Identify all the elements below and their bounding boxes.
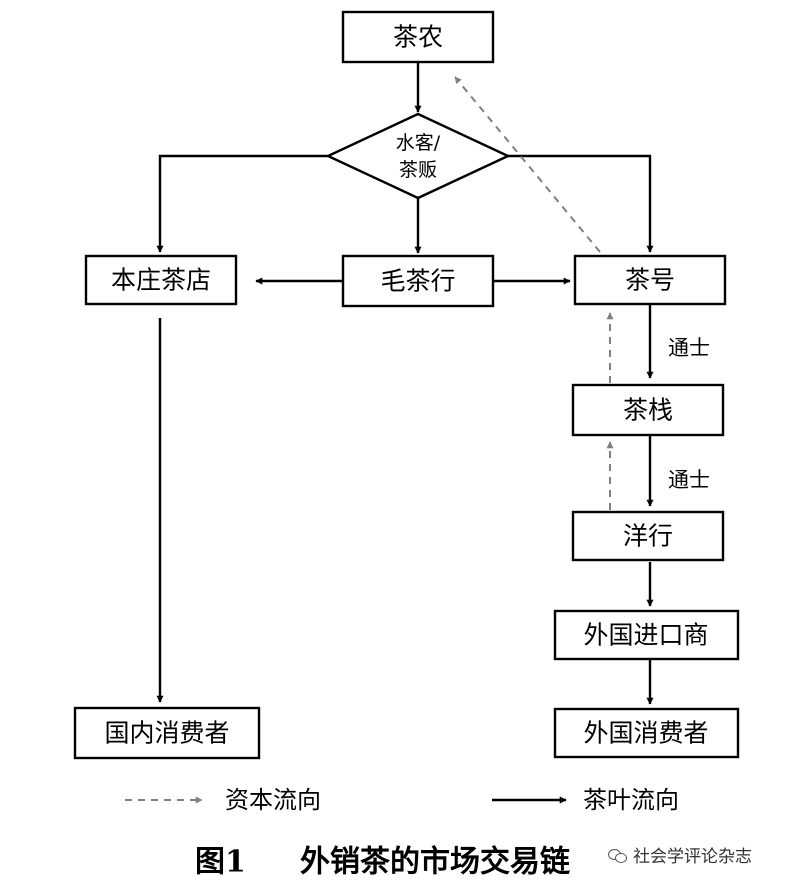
node-foreign-firm-label: 洋行 bbox=[623, 522, 673, 551]
capital-flow-edges bbox=[454, 76, 614, 510]
node-middleman-label-line1: 水客/ bbox=[396, 132, 441, 154]
node-local-tea-shop-label: 本庄茶店 bbox=[111, 266, 211, 295]
figure-caption: 图1 外销茶的市场交易链 bbox=[195, 845, 570, 880]
edge-middleman-to-local-shop bbox=[156, 154, 328, 253]
node-foreign-importer: 外国进口商 bbox=[553, 609, 740, 661]
watermark: 社会学评论杂志 bbox=[608, 842, 752, 867]
node-tea-farmer: 茶农 bbox=[341, 10, 495, 64]
legend-capital-label: 资本流向 bbox=[225, 786, 321, 814]
node-tea-house: 茶号 bbox=[573, 254, 727, 306]
node-tea-house-label: 茶号 bbox=[625, 266, 675, 295]
edge-label-warehouse-to-foreign-firm: 通士 bbox=[668, 468, 710, 492]
node-foreign-importer-label: 外国进口商 bbox=[583, 621, 708, 650]
legend-tea-label: 茶叶流向 bbox=[583, 786, 679, 814]
watermark-text: 社会学评论杂志 bbox=[633, 847, 752, 867]
edge-middleman-to-tea-house bbox=[508, 154, 654, 253]
edge-label-tea-house-to-warehouse: 通士 bbox=[668, 336, 710, 360]
node-local-tea-shop: 本庄茶店 bbox=[84, 254, 238, 306]
node-foreign-consumer: 外国消费者 bbox=[553, 707, 740, 759]
node-domestic-consumer-label: 国内消费者 bbox=[104, 719, 229, 748]
node-foreign-firm: 洋行 bbox=[571, 510, 725, 562]
node-tea-farmer-label: 茶农 bbox=[393, 23, 443, 52]
node-raw-tea-firm: 毛茶行 bbox=[341, 254, 495, 308]
node-tea-warehouse-label: 茶栈 bbox=[623, 396, 673, 425]
node-tea-warehouse: 茶栈 bbox=[571, 383, 725, 437]
node-foreign-consumer-label: 外国消费者 bbox=[583, 719, 708, 748]
caption-number: 图1 bbox=[195, 845, 246, 880]
legend: 资本流向 茶叶流向 bbox=[125, 786, 679, 814]
node-middleman: 水客/ 茶贩 bbox=[325, 112, 511, 200]
wechat-icon bbox=[608, 847, 628, 863]
tea-flow-edges bbox=[156, 62, 654, 705]
caption-title: 外销茶的市场交易链 bbox=[300, 845, 570, 880]
node-raw-tea-firm-label: 毛茶行 bbox=[380, 267, 455, 296]
node-domestic-consumer: 国内消费者 bbox=[73, 706, 261, 760]
node-middleman-label-line2: 茶贩 bbox=[399, 159, 437, 181]
